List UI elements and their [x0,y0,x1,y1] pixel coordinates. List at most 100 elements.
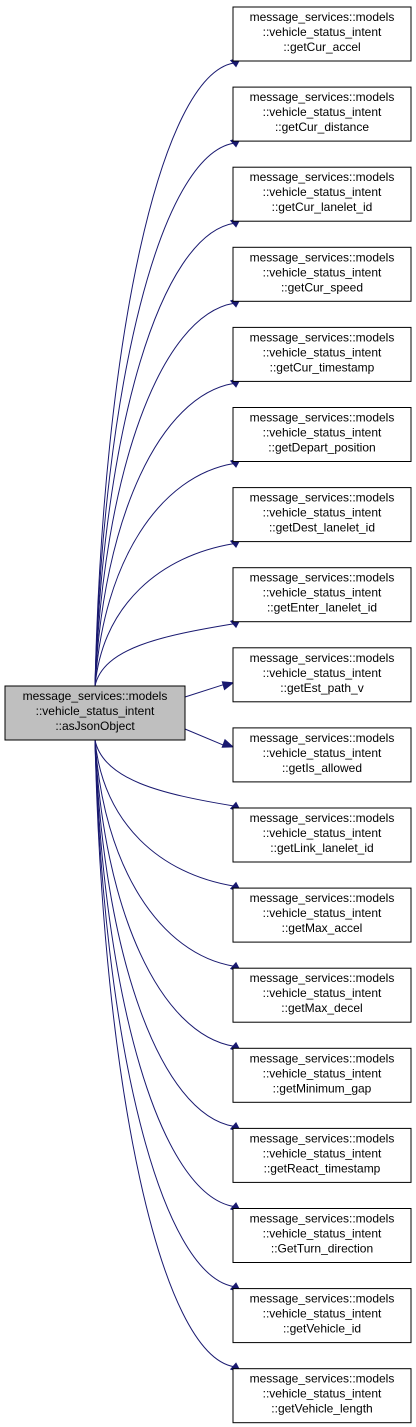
edge-to-getis-allowed [184,728,235,748]
edge-line [94,739,235,807]
edge-to-getcur-lanelet-id [94,216,243,687]
edge-to-getmax-decel [94,739,243,974]
callee-line-2: ::vehicle_status_intent [263,1307,382,1321]
root-line-1: message_services::models [23,689,168,703]
callee-line-2: ::vehicle_status_intent [263,25,382,39]
callee-node-getest-path-v[interactable]: message_services::models::vehicle_status… [232,647,412,703]
callee-line-1: message_services::models [250,1212,395,1226]
callee-node-box [232,1208,412,1263]
callee-line-3: ::getVehicle_length [271,1402,372,1416]
callee-node-getdepart-position[interactable]: message_services::models::vehicle_status… [232,407,412,462]
callee-line-3: ::getMax_accel [282,921,363,935]
edge-line [94,739,235,1207]
callee-line-1: message_services::models [250,330,395,344]
callee-line-3: ::getCur_timestamp [270,360,375,374]
edge-to-getreact-timestamp [94,739,243,1134]
callee-node-box [232,807,412,863]
callee-node-getenter-lanelet-id[interactable]: message_services::models::vehicle_status… [232,567,412,623]
arrowhead-icon [221,738,235,748]
callee-line-1: message_services::models [250,1131,395,1145]
callee-node-getdest-lanelet-id[interactable]: message_services::models::vehicle_status… [232,487,412,543]
callee-line-2: ::vehicle_status_intent [263,185,382,199]
edge-line [94,302,235,687]
callee-nodes: message_services::models::vehicle_status… [232,6,412,1424]
callee-node-box [232,326,412,382]
callee-line-2: ::vehicle_status_intent [263,345,382,359]
callee-line-3: ::getCur_lanelet_id [272,200,373,214]
callee-line-2: ::vehicle_status_intent [263,265,382,279]
callee-node-getminimum-gap[interactable]: message_services::models::vehicle_status… [232,1047,412,1103]
callee-node-getcur-accel[interactable]: message_services::models::vehicle_status… [232,6,412,62]
callee-node-getcur-lanelet-id[interactable]: message_services::models::vehicle_status… [232,166,412,222]
edge-line [184,728,224,746]
callee-line-3: ::getCur_accel [283,40,360,54]
edge-to-getenter-lanelet-id [94,616,243,687]
callee-node-getreact-timestamp[interactable]: message_services::models::vehicle_status… [232,1127,412,1183]
callee-line-1: message_services::models [250,971,395,985]
callee-line-1: message_services::models [250,731,395,745]
edge-line [94,739,235,1127]
edge-line [94,543,235,687]
call-edges [94,56,243,1374]
edge-to-getvehicle-id [94,739,243,1294]
callee-line-3: ::getCur_speed [281,280,363,294]
callee-line-3: ::getCur_distance [275,120,369,134]
callee-node-box [232,407,412,462]
root-function-node[interactable]: message_services::models ::vehicle_statu… [4,685,186,741]
callee-line-2: ::vehicle_status_intent [263,1387,382,1401]
callee-line-1: message_services::models [250,491,395,505]
callee-line-3: ::getVehicle_id [283,1322,361,1336]
callee-line-3: ::getMinimum_gap [273,1081,372,1095]
callee-line-2: ::vehicle_status_intent [263,1146,382,1160]
callee-node-box [232,1127,412,1183]
edge-line [94,739,235,887]
callee-line-1: message_services::models [250,651,395,665]
callee-node-getis-allowed[interactable]: message_services::models::vehicle_status… [232,727,412,783]
callee-line-1: message_services::models [250,811,395,825]
edge-to-getcur-speed [94,296,243,687]
edge-line [94,739,235,1047]
callee-node-getmax-accel[interactable]: message_services::models::vehicle_status… [232,887,412,943]
callee-node-getcur-distance[interactable]: message_services::models::vehicle_status… [232,86,412,142]
callee-node-getvehicle-id[interactable]: message_services::models::vehicle_status… [232,1288,412,1344]
callee-line-2: ::vehicle_status_intent [263,826,382,840]
callee-line-3: ::getEst_path_v [280,681,363,695]
edge-line [94,739,235,967]
edge-to-getmax-accel [94,739,243,893]
callee-line-2: ::vehicle_status_intent [263,105,382,119]
callee-node-box [232,567,412,623]
edge-to-getvehicle-length [94,739,243,1374]
callee-line-2: ::vehicle_status_intent [263,666,382,680]
callee-line-2: ::vehicle_status_intent [263,426,382,440]
root-line-2: ::vehicle_status_intent [36,704,155,718]
callee-node-box [232,246,412,302]
edge-line [94,463,235,687]
callee-node-box [232,727,412,783]
edge-to-getdepart-position [94,456,243,687]
callee-line-1: message_services::models [250,571,395,585]
callee-line-3: ::getDest_lanelet_id [269,521,375,535]
callee-line-3: ::getMax_decel [281,1001,362,1015]
callee-node-getmax-decel[interactable]: message_services::models::vehicle_status… [232,967,412,1023]
callee-node-box [232,887,412,943]
edge-to-getest-path-v [184,681,235,698]
edge-line [94,739,235,1288]
root-line-3: ::asJsonObject [55,719,135,733]
callee-node-box [232,1047,412,1103]
callee-line-2: ::vehicle_status_intent [263,906,382,920]
callee-line-2: ::vehicle_status_intent [263,986,382,1000]
callee-line-1: message_services::models [250,250,395,264]
callee-line-1: message_services::models [250,1292,395,1306]
callee-line-1: message_services::models [250,90,395,104]
callee-node-getcur-speed[interactable]: message_services::models::vehicle_status… [232,246,412,302]
arrowhead-icon [221,681,235,691]
edge-line [94,222,235,687]
callee-line-3: ::getLink_lanelet_id [270,841,373,855]
callee-node-getturn-direction[interactable]: message_services::models::vehicle_status… [232,1208,412,1263]
callee-node-getcur-timestamp[interactable]: message_services::models::vehicle_status… [232,326,412,382]
callee-node-getlink-lanelet-id[interactable]: message_services::models::vehicle_status… [232,807,412,863]
callee-node-getvehicle-length[interactable]: message_services::models::vehicle_status… [232,1368,412,1424]
callee-line-2: ::vehicle_status_intent [263,506,382,520]
callee-line-1: message_services::models [250,10,395,24]
edge-to-getdest-lanelet-id [94,536,243,687]
